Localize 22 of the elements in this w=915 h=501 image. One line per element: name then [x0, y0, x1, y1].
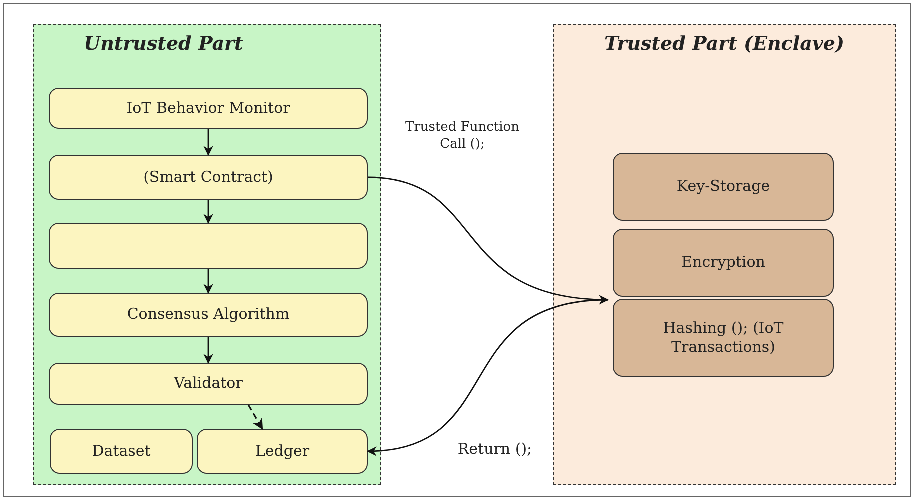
dashed-region	[553, 24, 896, 485]
process-box: Hashing (); (IoT Transactions)	[613, 299, 834, 377]
arrow	[204, 200, 214, 224]
arrow	[204, 337, 214, 364]
dashed-arrow	[248, 404, 264, 430]
process-box: (Smart Contract)	[49, 155, 368, 200]
process-box: Dataset	[50, 429, 193, 474]
dashed-region	[33, 24, 381, 485]
arrow	[367, 299, 608, 456]
process-box	[49, 223, 368, 269]
process-box: IoT Behavior Monitor	[49, 88, 368, 129]
process-box: Key-Storage	[613, 153, 834, 221]
process-box: Consensus Algorithm	[49, 293, 368, 337]
process-box: Validator	[49, 363, 368, 405]
arrow	[204, 269, 214, 294]
arrow	[204, 129, 214, 156]
process-box: Ledger	[197, 429, 368, 474]
region-title: Trusted Part (Enclave)	[604, 33, 845, 55]
process-box: Encryption	[613, 229, 834, 297]
edge-label: Return ();	[456, 440, 534, 460]
region-title: Untrusted Part	[84, 33, 244, 55]
edge-label: Trusted Function Call ();	[404, 120, 520, 154]
